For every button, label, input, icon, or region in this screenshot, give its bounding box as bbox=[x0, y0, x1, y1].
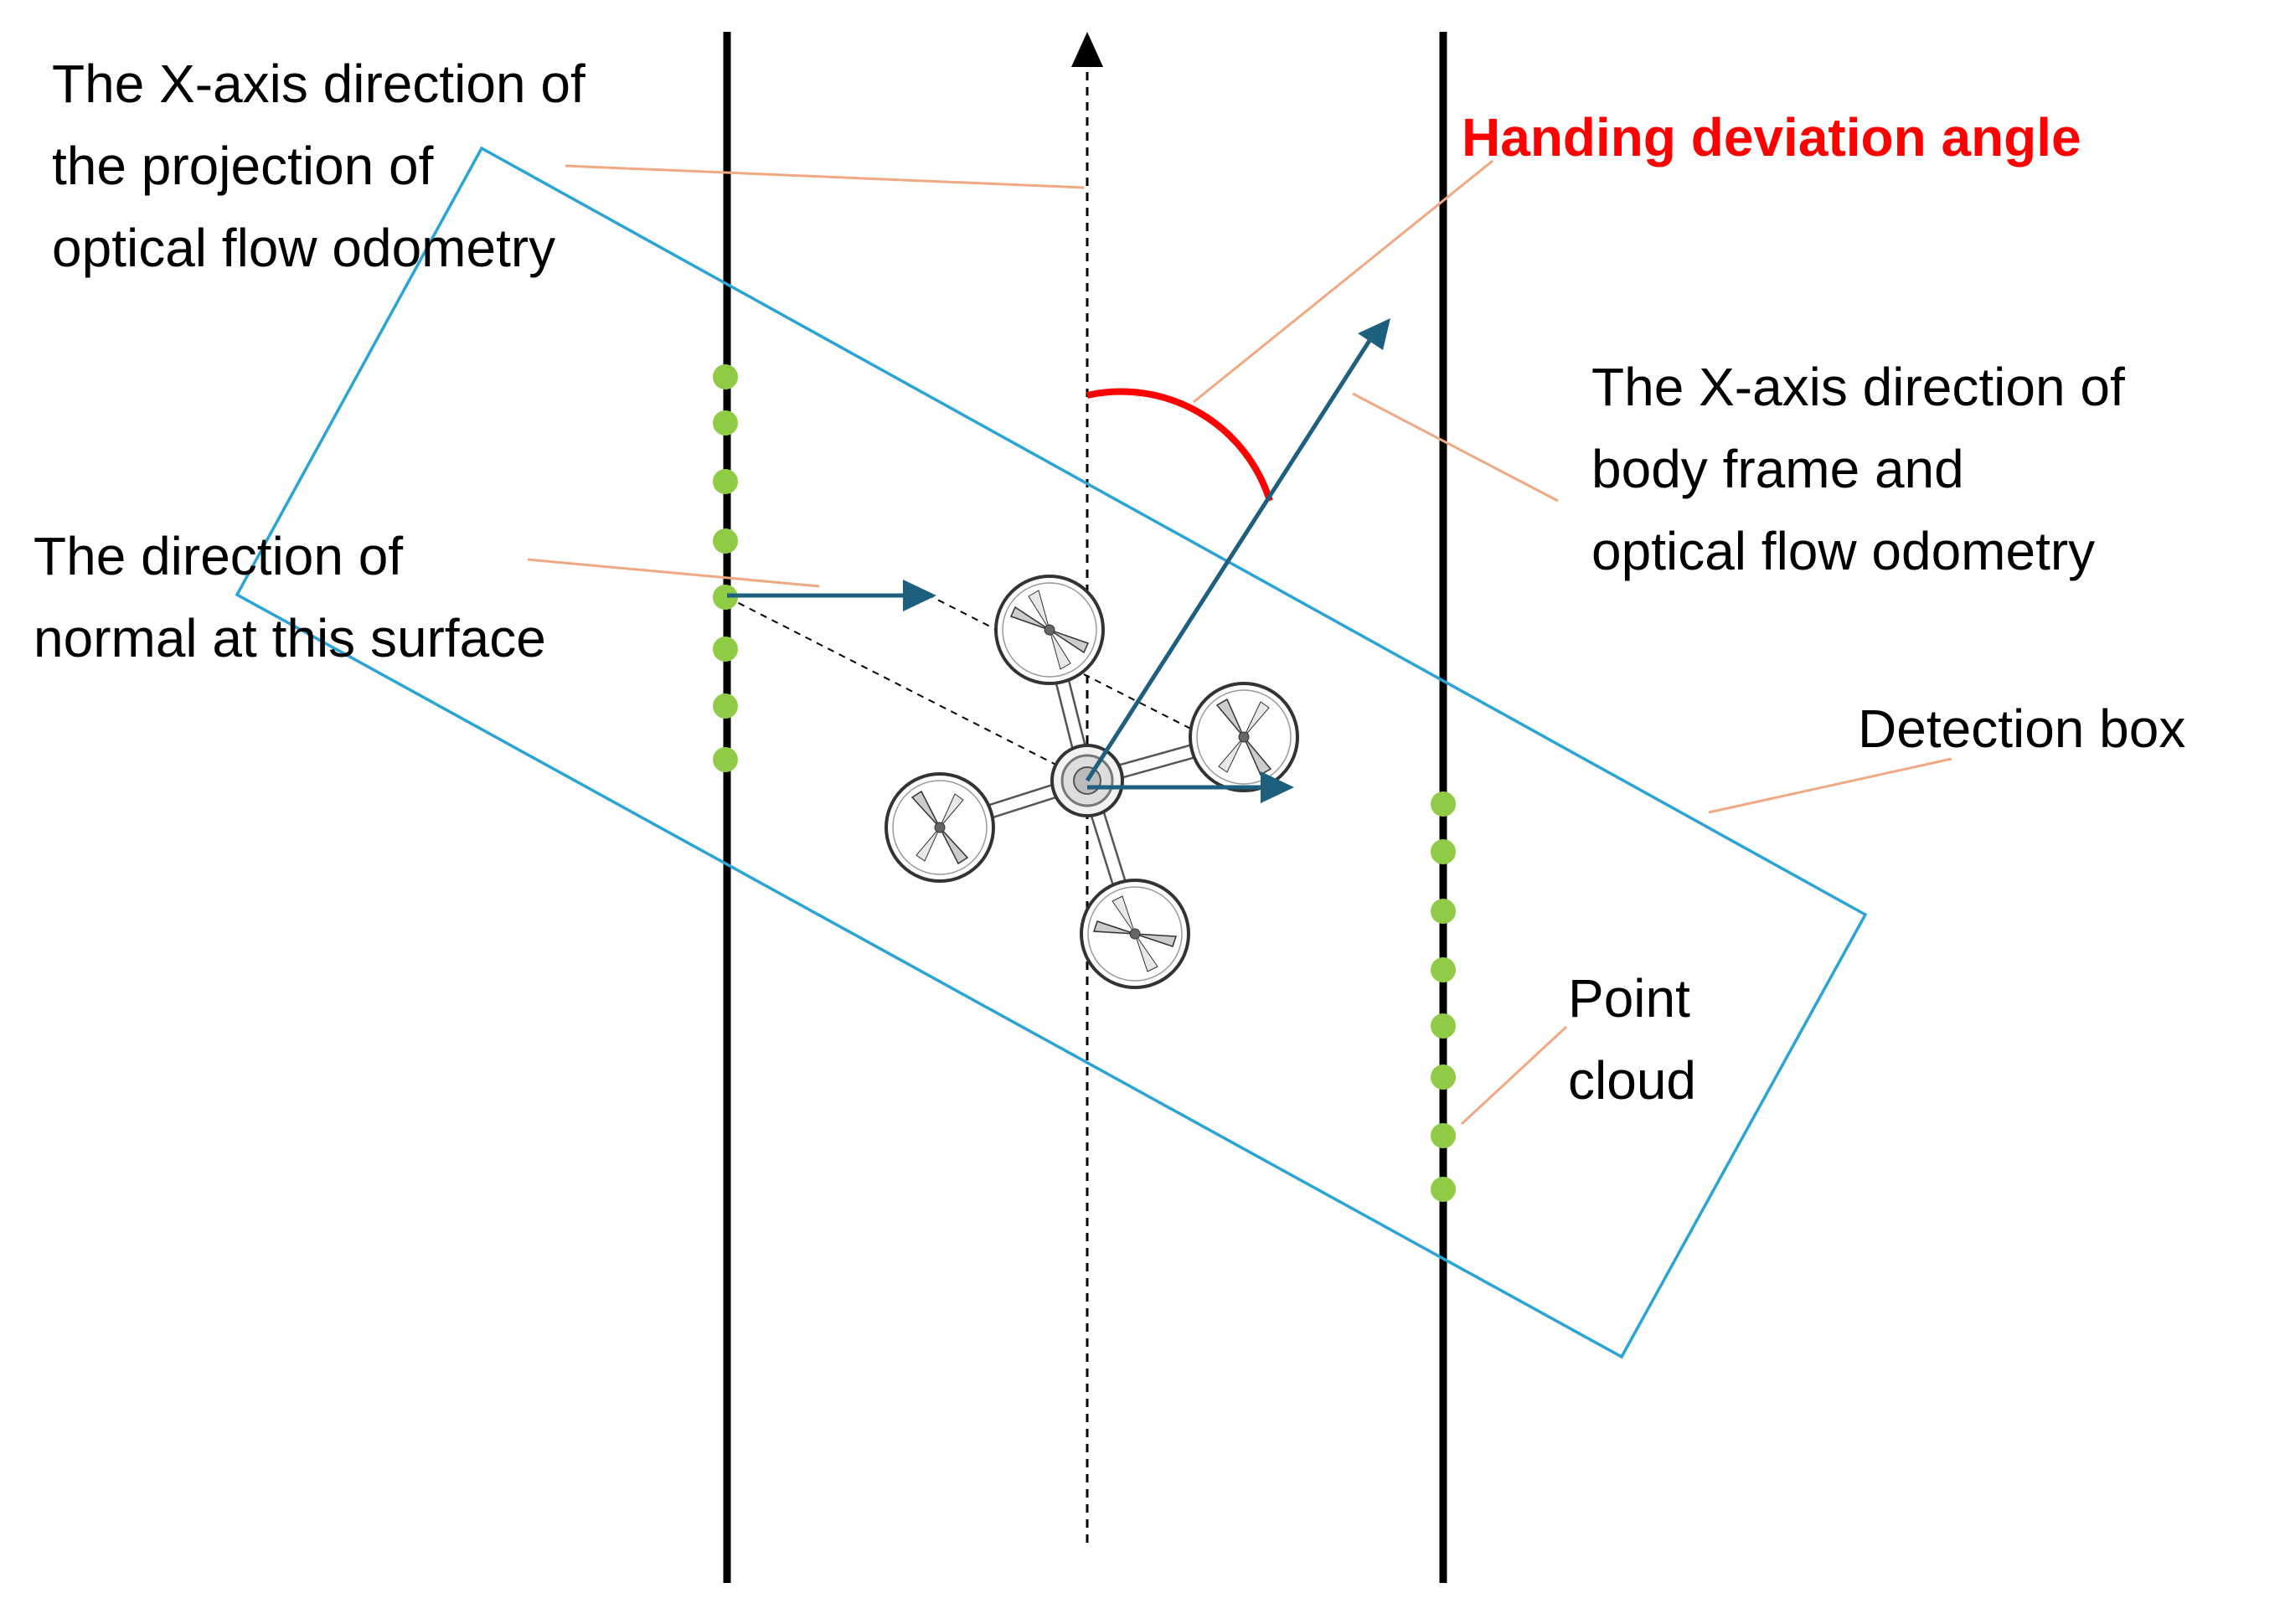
body-axis-label: The X-axis direction of body frame and o… bbox=[1591, 357, 2140, 581]
rotor-blade bbox=[1215, 698, 1272, 776]
body-axis-label-line-3: optical flow odometry bbox=[1591, 521, 2095, 581]
quadcopter-icon bbox=[885, 575, 1299, 989]
projected-x-axis-arrowhead bbox=[1071, 32, 1103, 67]
rotor-blade bbox=[1092, 920, 1178, 947]
rotor-blade bbox=[916, 793, 964, 862]
point-cloud-dot bbox=[713, 637, 738, 662]
detection-box-label: Detection box bbox=[1858, 699, 2185, 759]
point-cloud-label-line-2: cloud bbox=[1568, 1050, 1696, 1111]
point-cloud-label-line-1: Point bbox=[1568, 968, 1690, 1029]
rotor-blade bbox=[1009, 606, 1090, 654]
body-x-axis-arrowhead bbox=[1358, 318, 1390, 350]
proj-axis-label-line-1: The X-axis direction of bbox=[52, 54, 585, 114]
point-cloud-dot bbox=[713, 528, 738, 554]
point-cloud-dot bbox=[1431, 839, 1456, 864]
point-cloud-dot bbox=[1431, 1177, 1456, 1202]
rotor-hub bbox=[1129, 928, 1141, 940]
rotor-guard-inner bbox=[1087, 886, 1183, 982]
body-x-axis-arrow bbox=[1085, 323, 1382, 782]
leader-detection-box bbox=[1708, 757, 1952, 814]
normal-label-line-1: The direction of bbox=[34, 526, 403, 586]
point-cloud-left bbox=[713, 364, 738, 772]
proj-axis-label-line-2: the projection of bbox=[52, 136, 434, 196]
leader-body-axis bbox=[1352, 392, 1559, 503]
rotor-guard-inner bbox=[1002, 582, 1097, 678]
point-cloud-dot bbox=[1431, 1065, 1456, 1090]
detection-box bbox=[235, 146, 1868, 1359]
rotor bbox=[885, 772, 995, 883]
proj-axis-label: The X-axis direction of the projection o… bbox=[52, 54, 601, 278]
point-cloud-dot bbox=[713, 469, 738, 494]
drone-right-arrowhead bbox=[1261, 771, 1294, 803]
point-cloud-right bbox=[1431, 791, 1456, 1202]
body-axis-label-line-1: The X-axis direction of bbox=[1591, 357, 2125, 417]
leader-normal bbox=[527, 558, 820, 588]
rotor bbox=[994, 575, 1105, 685]
point-cloud-dot bbox=[1431, 791, 1456, 817]
leader-point-cloud bbox=[1460, 1025, 1568, 1126]
point-cloud-dot bbox=[713, 747, 738, 772]
rotor bbox=[1080, 879, 1190, 989]
point-cloud-dot bbox=[713, 364, 738, 389]
rotor-hub bbox=[934, 822, 946, 833]
point-cloud-dot bbox=[1431, 899, 1456, 924]
rotor-blade bbox=[910, 790, 969, 865]
point-cloud-label: Point cloud bbox=[1568, 968, 1705, 1111]
point-cloud-dot bbox=[713, 585, 738, 610]
normal-label: The direction of normal at this surface bbox=[34, 526, 546, 668]
point-cloud-dot bbox=[713, 410, 738, 436]
point-cloud-dot bbox=[1431, 957, 1456, 982]
rotor-guard-inner bbox=[892, 780, 988, 875]
rotor-blade bbox=[1218, 701, 1270, 773]
body-axis-label-line-2: body frame and bbox=[1591, 439, 1964, 499]
point-cloud-dot bbox=[1431, 1013, 1456, 1039]
rotor-guard-inner bbox=[1196, 689, 1292, 785]
proj-axis-label-line-3: optical flow odometry bbox=[52, 218, 555, 278]
leader-proj-axis bbox=[565, 164, 1085, 189]
point-cloud-dot bbox=[713, 693, 738, 719]
heading-deviation-arc bbox=[1086, 388, 1273, 503]
rotor-blade bbox=[1112, 895, 1158, 972]
projection-dashed-line-1 bbox=[726, 596, 1088, 781]
point-cloud-dot bbox=[1431, 1123, 1456, 1148]
rotor-hub bbox=[1238, 731, 1250, 743]
leader-heading-angle bbox=[1193, 159, 1493, 404]
heading-deviation-label: Handing deviation angle bbox=[1462, 107, 2081, 168]
surface-normal-arrowhead bbox=[903, 580, 936, 611]
rotor bbox=[1189, 682, 1299, 792]
normal-label-line-2: normal at this surface bbox=[34, 608, 546, 668]
rotor-hub bbox=[1044, 624, 1055, 636]
rotor-blade bbox=[1028, 590, 1071, 670]
